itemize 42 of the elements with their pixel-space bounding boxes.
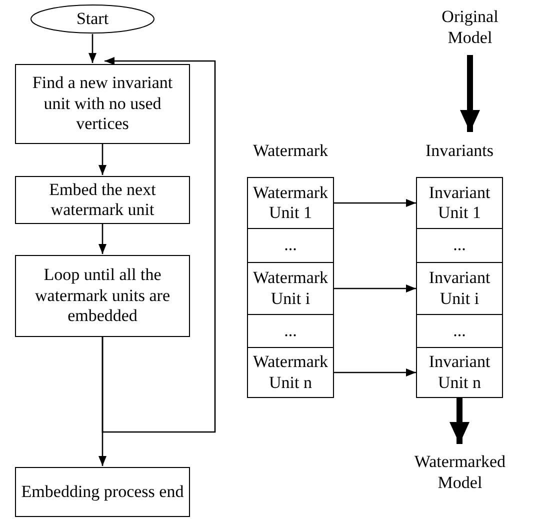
node-text: Invariant Unit n [428, 352, 492, 393]
process-box [416, 228, 503, 263]
process-box [247, 262, 334, 315]
node-text: Original Model [440, 7, 500, 48]
column-heading: Watermark [252, 141, 330, 161]
arrow [102, 57, 216, 433]
node-text: Embed the next watermark unit [48, 180, 157, 220]
arrow [88, 34, 96, 63]
process-box [15, 467, 190, 517]
node-text: ... [453, 235, 466, 256]
node-text: Loop until all the watermark units are embedded [34, 265, 171, 327]
arrow [98, 224, 106, 254]
arrow [98, 144, 106, 175]
process-box [416, 314, 503, 348]
process-box [15, 255, 190, 337]
node-text: Start [76, 8, 109, 30]
arrow [334, 284, 416, 292]
process-box [15, 64, 190, 144]
process-box [247, 177, 334, 229]
column-heading: Invariants [424, 141, 494, 161]
terminal-ellipse [30, 4, 155, 34]
node-text: Invariant Unit 1 [428, 182, 492, 224]
node-text: Invariant Unit i [428, 268, 492, 309]
arrow [334, 199, 416, 207]
node-text: Embedding process end [21, 482, 184, 502]
process-box [416, 177, 503, 229]
node-text: Watermark Unit i [252, 268, 330, 309]
arrow [460, 55, 480, 132]
process-box [416, 347, 503, 398]
node-text: ... [453, 320, 466, 342]
process-box [247, 228, 334, 263]
node-text: ... [284, 235, 297, 256]
node-text: Find a new invariant unit with no used vertices [31, 73, 174, 135]
node-text: Watermarked Model [413, 452, 507, 493]
process-box [15, 176, 190, 224]
node-text: Watermark Unit 1 [252, 182, 330, 224]
node-text: ... [284, 320, 297, 342]
process-box [416, 262, 503, 315]
process-box [247, 314, 334, 348]
arrow [450, 398, 470, 444]
arrow [334, 368, 416, 376]
node-text: Watermark Unit n [252, 352, 330, 393]
